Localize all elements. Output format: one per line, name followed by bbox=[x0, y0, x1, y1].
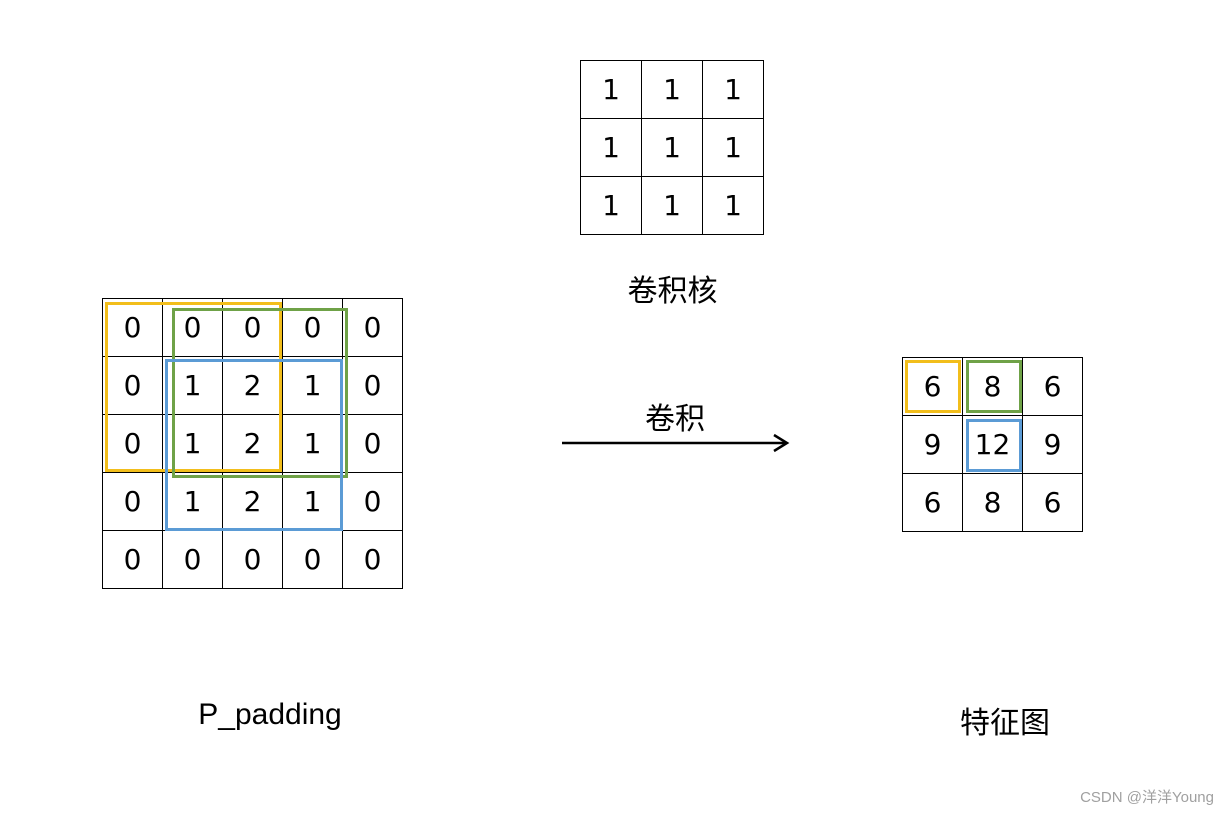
padded-cell: 0 bbox=[102, 414, 163, 473]
feature-row: 6 8 6 bbox=[902, 473, 1083, 532]
padded-row: 0 0 0 0 0 bbox=[102, 530, 403, 589]
kernel-row: 1 1 1 bbox=[580, 60, 764, 119]
feature-row: 6 8 6 bbox=[902, 357, 1083, 416]
padded-cell: 0 bbox=[102, 356, 163, 415]
convolution-label: 卷积 bbox=[645, 402, 705, 437]
feature-cell: 8 bbox=[962, 357, 1023, 416]
padded-cell: 1 bbox=[162, 414, 223, 473]
kernel-grid: 1 1 1 1 1 1 1 1 1 bbox=[580, 60, 764, 235]
padded-row: 0 1 2 1 0 bbox=[102, 414, 403, 473]
kernel-label: 卷积核 bbox=[627, 274, 718, 309]
padded-row: 0 0 0 0 0 bbox=[102, 298, 403, 357]
kernel-cell: 1 bbox=[702, 176, 764, 235]
padded-cell: 0 bbox=[102, 530, 163, 589]
padded-input-grid: 0 0 0 0 0 0 1 2 1 0 0 1 2 1 0 0 1 2 1 0 … bbox=[102, 298, 403, 589]
padded-cell: 0 bbox=[342, 472, 403, 531]
padded-cell: 0 bbox=[282, 298, 343, 357]
feature-cell: 8 bbox=[962, 473, 1023, 532]
padded-cell: 2 bbox=[222, 356, 283, 415]
padded-row: 0 1 2 1 0 bbox=[102, 472, 403, 531]
padded-cell: 1 bbox=[282, 472, 343, 531]
padded-cell: 0 bbox=[342, 356, 403, 415]
kernel-cell: 1 bbox=[702, 118, 764, 177]
feature-cell: 12 bbox=[962, 415, 1023, 474]
padded-cell: 1 bbox=[282, 356, 343, 415]
feature-map-label: 特征图 bbox=[960, 706, 1050, 741]
kernel-cell: 1 bbox=[580, 60, 642, 119]
feature-cell: 6 bbox=[1022, 357, 1083, 416]
arrow-right-icon bbox=[562, 433, 790, 453]
feature-cell: 6 bbox=[1022, 473, 1083, 532]
padded-cell: 0 bbox=[162, 298, 223, 357]
padded-cell: 1 bbox=[162, 472, 223, 531]
feature-cell: 6 bbox=[902, 473, 963, 532]
padded-cell: 0 bbox=[342, 414, 403, 473]
kernel-cell: 1 bbox=[580, 118, 642, 177]
kernel-cell: 1 bbox=[580, 176, 642, 235]
padded-cell: 2 bbox=[222, 472, 283, 531]
padded-cell: 0 bbox=[342, 298, 403, 357]
kernel-row: 1 1 1 bbox=[580, 176, 764, 235]
padded-cell: 0 bbox=[222, 530, 283, 589]
padded-cell: 1 bbox=[162, 356, 223, 415]
padded-cell: 0 bbox=[102, 472, 163, 531]
padded-row: 0 1 2 1 0 bbox=[102, 356, 403, 415]
padded-cell: 0 bbox=[162, 530, 223, 589]
kernel-cell: 1 bbox=[702, 60, 764, 119]
padded-cell: 1 bbox=[282, 414, 343, 473]
feature-cell: 9 bbox=[1022, 415, 1083, 474]
padded-cell: 2 bbox=[222, 414, 283, 473]
padded-cell: 0 bbox=[102, 298, 163, 357]
padded-cell: 0 bbox=[282, 530, 343, 589]
padded-cell: 0 bbox=[342, 530, 403, 589]
padded-input-label: P_padding bbox=[198, 698, 342, 731]
feature-map-grid: 6 8 6 9 12 9 6 8 6 bbox=[902, 357, 1083, 532]
feature-row: 9 12 9 bbox=[902, 415, 1083, 474]
padded-cell: 0 bbox=[222, 298, 283, 357]
kernel-cell: 1 bbox=[641, 176, 703, 235]
kernel-row: 1 1 1 bbox=[580, 118, 764, 177]
feature-cell: 9 bbox=[902, 415, 963, 474]
feature-cell: 6 bbox=[902, 357, 963, 416]
kernel-cell: 1 bbox=[641, 60, 703, 119]
watermark: CSDN @洋洋Young bbox=[1080, 789, 1214, 806]
kernel-cell: 1 bbox=[641, 118, 703, 177]
